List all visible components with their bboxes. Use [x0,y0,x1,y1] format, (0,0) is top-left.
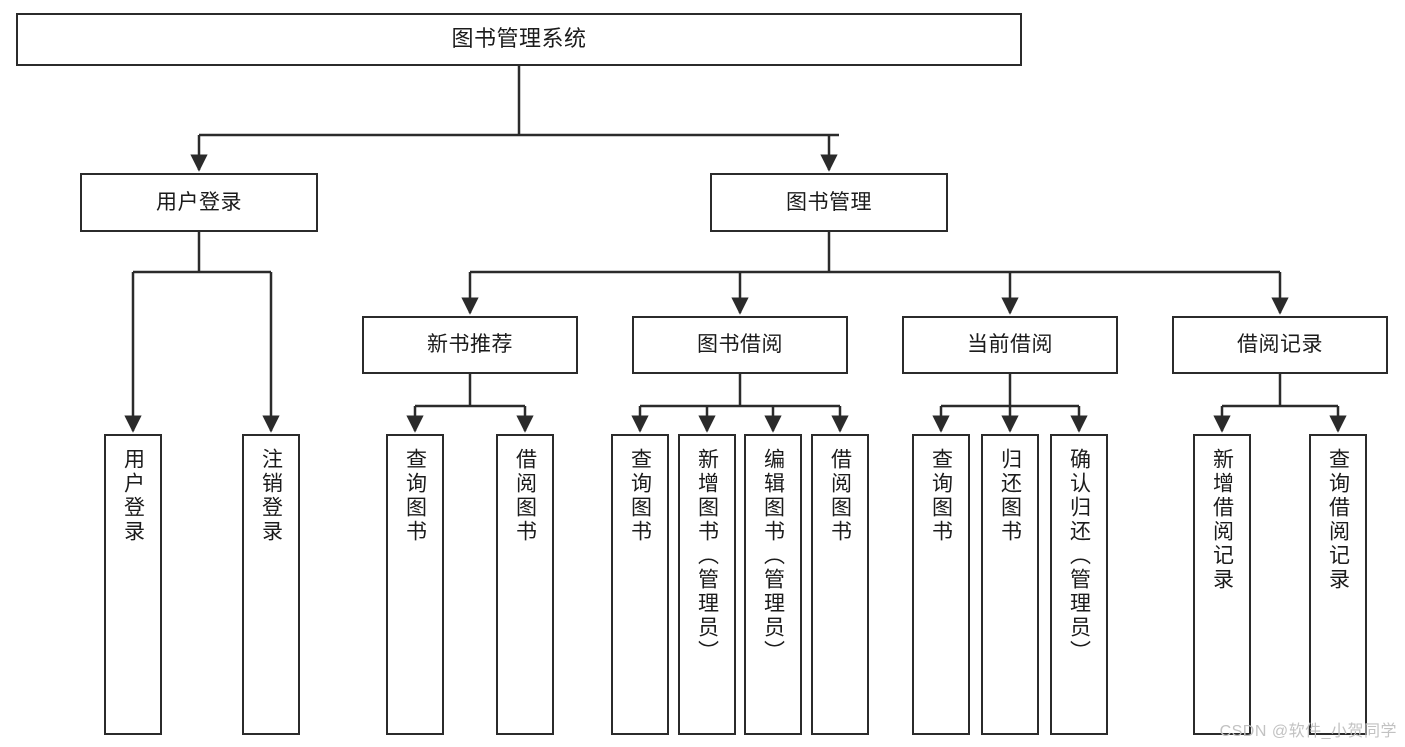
node-current-borrow[interactable]: 当前借阅 [902,316,1118,374]
node-leaf-borrow-book-2[interactable]: 借阅图书 [811,434,869,735]
node-leaf-return-book-label: 归还图书 [998,448,1022,544]
node-leaf-query-book-3-label: 查询图书 [929,448,953,544]
node-book-manage[interactable]: 图书管理 [710,173,948,232]
node-leaf-edit-book[interactable]: 编辑图书（管理员） [744,434,802,735]
node-root-label: 图书管理系统 [451,26,587,52]
node-leaf-query-book-3[interactable]: 查询图书 [912,434,970,735]
node-leaf-edit-book-label: 编辑图书（管理员） [761,448,785,664]
node-current-borrow-label: 当前借阅 [967,333,1053,357]
node-leaf-add-record[interactable]: 新增借阅记录 [1193,434,1251,735]
node-leaf-logout-label: 注销登录 [259,448,283,544]
node-leaf-add-book-label: 新增图书（管理员） [695,448,719,664]
node-leaf-query-record-label: 查询借阅记录 [1326,448,1350,592]
node-user-login[interactable]: 用户登录 [80,173,318,232]
node-book-borrow[interactable]: 图书借阅 [632,316,848,374]
node-leaf-query-record[interactable]: 查询借阅记录 [1309,434,1367,735]
node-book-borrow-label: 图书借阅 [697,333,783,357]
node-leaf-confirm-return[interactable]: 确认归还（管理员） [1050,434,1108,735]
node-leaf-confirm-return-label: 确认归还（管理员） [1067,448,1091,664]
node-user-login-label: 用户登录 [156,190,242,214]
node-leaf-user-login[interactable]: 用户登录 [104,434,162,735]
node-leaf-borrow-book-2-label: 借阅图书 [828,448,852,544]
node-book-manage-label: 图书管理 [786,190,872,214]
node-leaf-borrow-book-1-label: 借阅图书 [513,448,537,544]
node-leaf-add-book[interactable]: 新增图书（管理员） [678,434,736,735]
node-new-book-rec[interactable]: 新书推荐 [362,316,578,374]
node-leaf-add-record-label: 新增借阅记录 [1210,448,1234,592]
node-borrow-record[interactable]: 借阅记录 [1172,316,1388,374]
node-leaf-user-login-label: 用户登录 [121,448,145,544]
node-leaf-query-book-2-label: 查询图书 [628,448,652,544]
node-leaf-return-book[interactable]: 归还图书 [981,434,1039,735]
node-leaf-query-book-1-label: 查询图书 [403,448,427,544]
node-root[interactable]: 图书管理系统 [16,13,1022,66]
node-leaf-logout[interactable]: 注销登录 [242,434,300,735]
node-borrow-record-label: 借阅记录 [1237,333,1323,357]
node-leaf-query-book-1[interactable]: 查询图书 [386,434,444,735]
node-leaf-query-book-2[interactable]: 查询图书 [611,434,669,735]
node-leaf-borrow-book-1[interactable]: 借阅图书 [496,434,554,735]
node-new-book-rec-label: 新书推荐 [427,333,513,357]
